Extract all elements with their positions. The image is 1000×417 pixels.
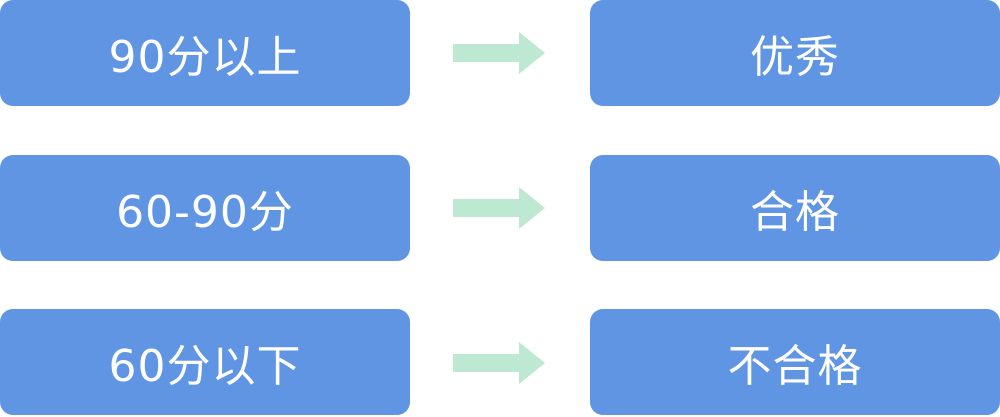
condition-label: 60分以下 — [108, 341, 302, 392]
condition-label: 60-90分 — [116, 187, 294, 238]
condition-label: 90分以上 — [108, 32, 302, 83]
result-label: 优秀 — [750, 32, 840, 83]
right-arrow-icon — [453, 342, 545, 384]
condition-box-2: 60-90分 — [0, 155, 410, 261]
condition-box-1: 90分以上 — [0, 0, 410, 106]
result-label: 合格 — [750, 187, 840, 238]
result-box-3: 不合格 — [590, 309, 1000, 415]
right-arrow-icon — [453, 187, 545, 229]
right-arrow-icon — [453, 32, 545, 74]
condition-box-3: 60分以下 — [0, 309, 410, 415]
result-label: 不合格 — [727, 341, 863, 392]
result-box-2: 合格 — [590, 155, 1000, 261]
result-box-1: 优秀 — [590, 0, 1000, 106]
